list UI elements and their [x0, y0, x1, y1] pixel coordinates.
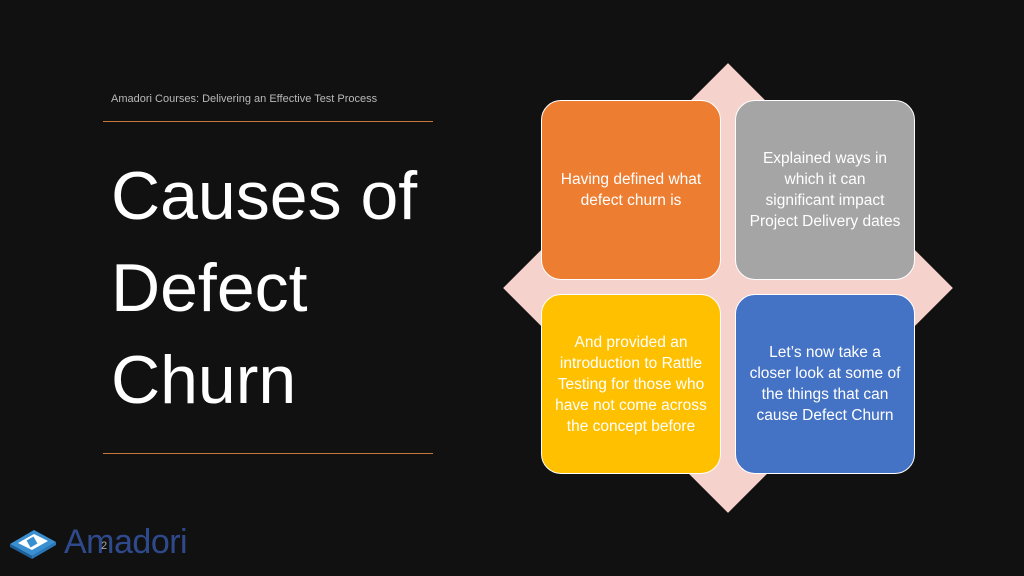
box-causes-next: Let’s now take a closer look at some of … — [735, 294, 915, 474]
bottom-divider — [103, 453, 433, 454]
box-rattle-testing: And provided an introduction to Rattle T… — [541, 294, 721, 474]
page-number: 2 — [101, 540, 108, 552]
logo-text: Amadori — [64, 522, 188, 561]
top-divider — [103, 121, 433, 122]
amadori-logo: Amadori — [8, 522, 188, 562]
logo-book-icon — [10, 530, 56, 559]
box-defined-churn: Having defined what defect churn is — [541, 100, 721, 280]
box-delivery-impact: Explained ways in which it can significa… — [735, 100, 915, 280]
course-subtitle: Amadori Courses: Delivering an Effective… — [111, 93, 378, 105]
box-defined-churn-text: Having defined what defect churn is — [560, 171, 702, 209]
box-delivery-impact-text: Explained ways in which it can significa… — [749, 150, 901, 230]
box-rattle-testing-text: And provided an introduction to Rattle T… — [555, 333, 707, 435]
slide-title: Causes of Defect Churn — [111, 158, 418, 418]
box-causes-next-text: Let’s now take a closer look at some of … — [749, 344, 901, 424]
